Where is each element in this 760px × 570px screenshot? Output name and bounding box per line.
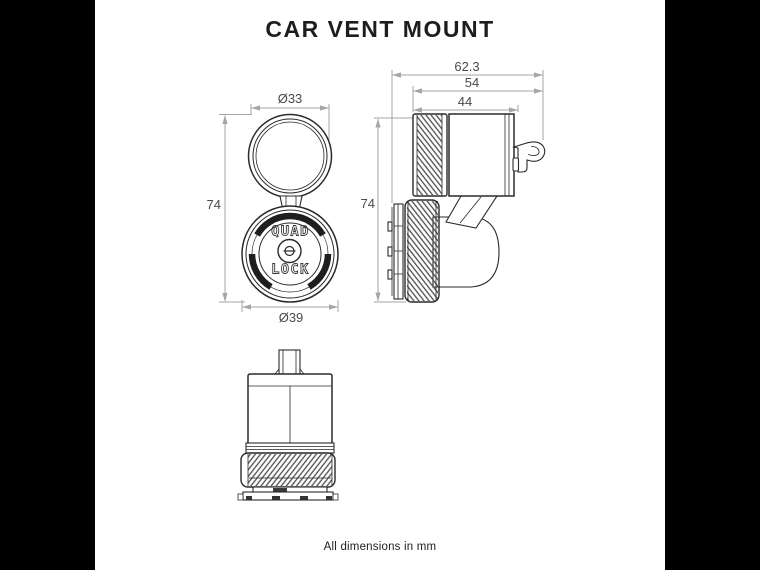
- front-lid: [247, 113, 333, 199]
- logo-word-quad: QUAD: [271, 224, 310, 240]
- technical-drawing: Ø33 74 Ø39: [207, 59, 546, 501]
- lock-arcs: [248, 212, 332, 290]
- side-dim-height: 74: [361, 117, 413, 303]
- bottom-base-plate: [237, 491, 339, 501]
- bottom-collar: [245, 442, 335, 454]
- bottom-stem: [274, 349, 305, 375]
- dim-label-front-height: 74: [207, 197, 221, 212]
- side-body: [446, 113, 515, 197]
- dim-label-head-depth: 44: [458, 94, 472, 109]
- bottom-body: [247, 373, 333, 450]
- bottom-knurled-ring: [240, 452, 336, 488]
- bottom-view: [237, 349, 339, 501]
- side-dim-overall: 62.3: [391, 59, 544, 203]
- dim-label-lid-diameter: Ø33: [278, 91, 303, 106]
- units-note: All dimensions in mm: [323, 541, 437, 553]
- side-dim-body: 54: [412, 75, 543, 112]
- dim-label-side-height: 74: [361, 196, 375, 211]
- front-dim-head: Ø39: [241, 300, 339, 325]
- side-dim-head: 44: [413, 94, 519, 113]
- logo-word-lock: LOCK: [271, 262, 310, 278]
- side-vent-plate: [387, 203, 404, 300]
- front-dim-lid: Ø33: [250, 91, 330, 150]
- side-knurled-ring-upper: [412, 113, 448, 197]
- side-view: 62.3 54 44: [361, 59, 546, 303]
- dim-label-overall-depth: 62.3: [454, 59, 479, 74]
- pillarbox-left: [0, 0, 95, 570]
- dim-label-body-depth: 54: [465, 75, 479, 90]
- side-clip-lever: [511, 141, 546, 173]
- front-dim-height: 74: [207, 114, 252, 303]
- dim-label-head-diameter: Ø39: [279, 310, 304, 325]
- page-title: CAR VENT MOUNT: [265, 16, 495, 42]
- side-knurled-ring-lower: [404, 199, 440, 303]
- front-view: Ø33 74 Ø39: [207, 91, 339, 325]
- pillarbox-right: [665, 0, 760, 570]
- logo-center-icon: [277, 238, 302, 264]
- drawing-sheet: CAR VENT MOUNT Ø33: [95, 0, 665, 570]
- side-ball-socket: [432, 216, 500, 288]
- front-head: QUAD LOCK: [241, 205, 339, 303]
